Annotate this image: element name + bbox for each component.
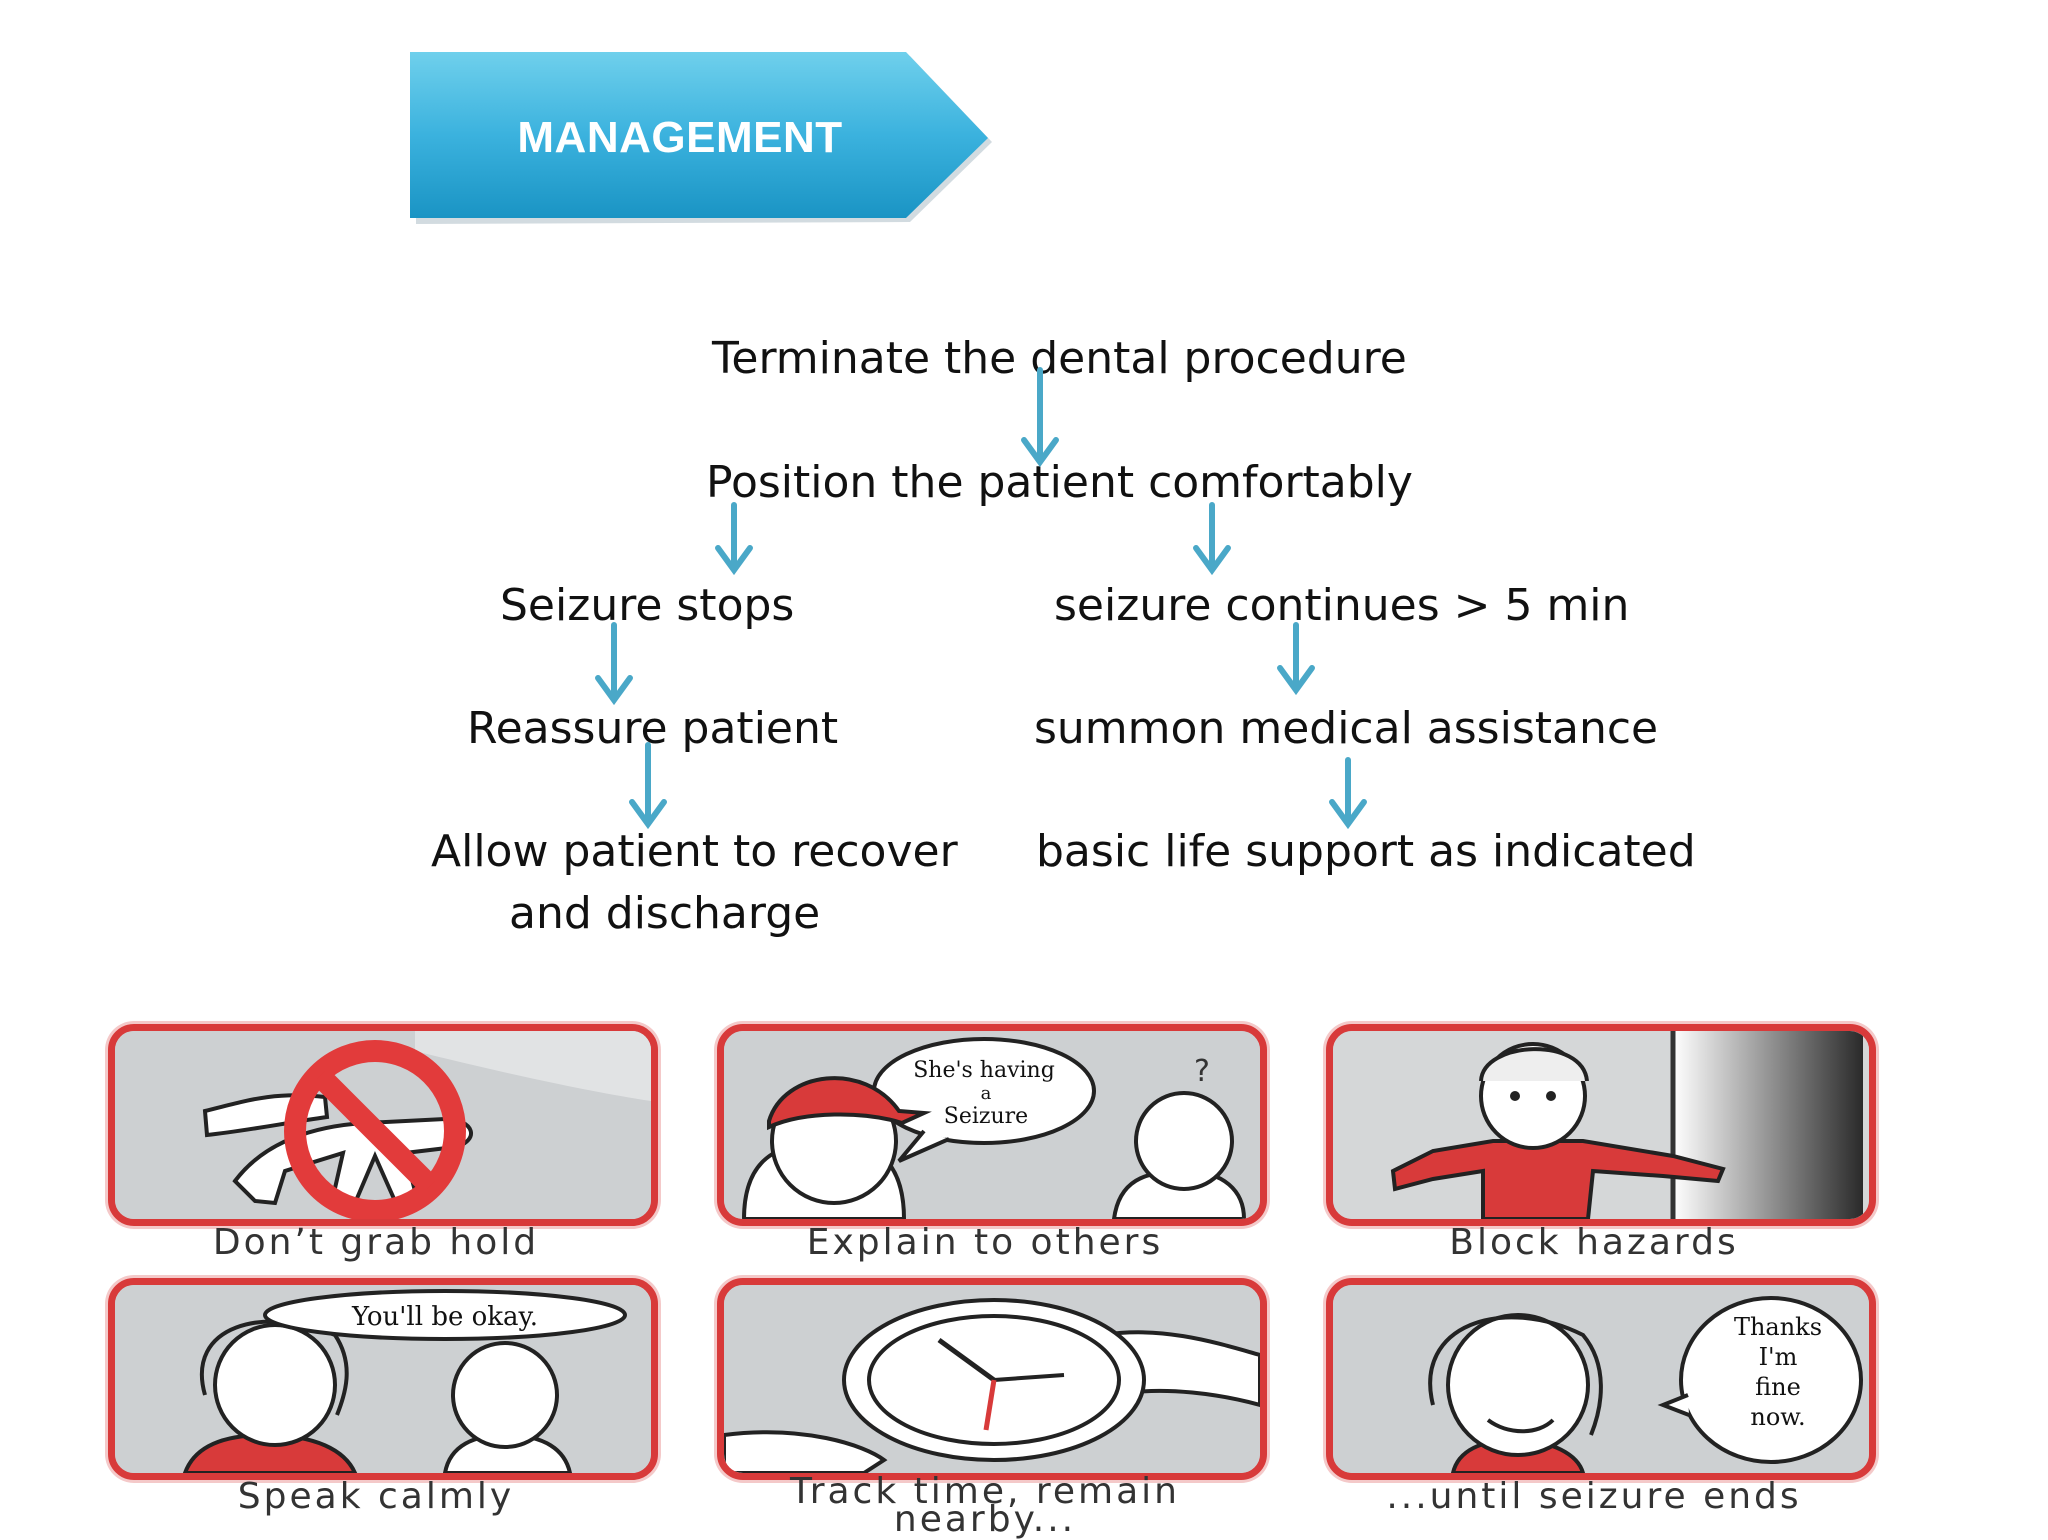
bubble-text: You'll be okay. [351,1302,538,1332]
bubble-text-line1: She's having [913,1058,1055,1083]
caption-explain: Explain to others [806,1222,1164,1263]
arrow-reassure-to-recover [629,742,667,830]
svg-text:?: ? [1194,1054,1210,1089]
panel-seizure-ends: Thanks I'm fine now. [1326,1278,1876,1480]
arrow-stops-to-reassure [595,622,633,706]
page-title: MANAGEMENT [517,113,843,162]
step-recover-line2: and discharge [509,888,821,939]
arrow-position-to-stops [715,502,753,576]
step-seizure-continues: seizure continues > 5 min [1054,580,1630,631]
caption-block-hazards: Block hazards [1449,1222,1739,1263]
step-position: Position the patient comfortably [706,457,1413,508]
caption-dont-grab: Don’t grab hold [212,1222,540,1263]
recovered-icon: Thanks I'm fine now. [1333,1285,1869,1473]
caption-track-time-line2: nearby... [893,1499,1077,1540]
bubble-text-line3: fine [1755,1373,1801,1401]
bubble-text-line4: now. [1750,1403,1805,1431]
banner-arrow-shape [410,52,992,224]
block-hazards-icon [1333,1031,1869,1219]
caption-track-time: Track time, remain nearby... [705,1471,1265,1540]
panel-block-hazards [1326,1024,1876,1226]
panel-track-time [717,1278,1267,1480]
step-reassure: Reassure patient [467,703,839,754]
step-terminate: Terminate the dental procedure [712,333,1407,384]
bubble-text-line1: Thanks [1734,1313,1822,1341]
bubble-text-line2: I'm [1759,1343,1798,1371]
speak-calmly-icon: You'll be okay. [115,1285,651,1473]
panel-dont-grab [108,1024,658,1226]
arrow-position-to-continues [1193,502,1231,576]
caption-seizure-ends: ...until seizure ends [1386,1476,1802,1517]
panel-explain: She's having a Seizure ? [717,1024,1267,1226]
step-recover-line1: Allow patient to recover [431,826,958,877]
step-bls: basic life support as indicated [1036,826,1696,877]
caption-track-time-line1: Track time, remain [790,1471,1180,1512]
title-banner: MANAGEMENT [410,50,1000,226]
bubble-text-line2: a [981,1083,992,1104]
arrow-continues-to-summon [1277,622,1315,696]
no-grab-icon [115,1031,651,1219]
arrow-summon-to-bls [1329,757,1367,830]
caption-speak-calmly: Speak calmly [237,1476,515,1517]
step-summon: summon medical assistance [1034,703,1659,754]
watch-icon [724,1285,1260,1473]
explain-icon: She's having a Seizure ? [724,1031,1260,1219]
bubble-text-line3: Seizure [944,1104,1028,1129]
panel-speak-calmly: You'll be okay. [108,1278,658,1480]
step-seizure-stops: Seizure stops [500,580,795,631]
